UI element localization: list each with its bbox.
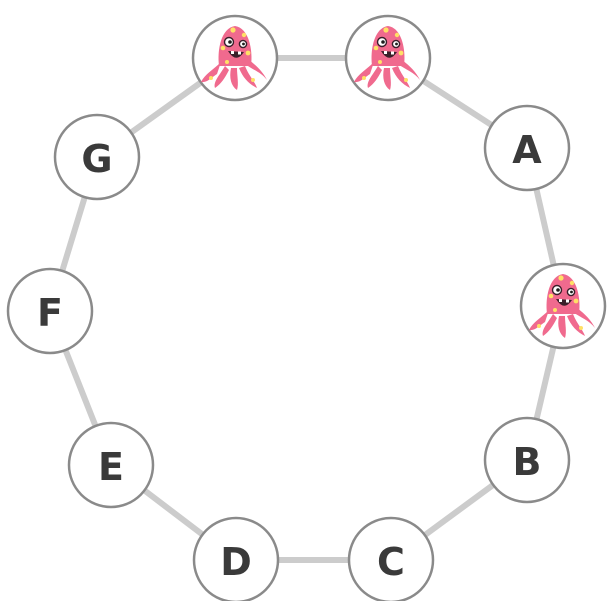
node-label-g: G (81, 137, 112, 181)
node-label-d: D (220, 540, 252, 584)
node-circle (347, 516, 435, 601)
node-right (519, 262, 607, 350)
node-circle (483, 104, 571, 192)
node-circle (53, 113, 141, 201)
node-top-left (191, 14, 279, 102)
node-a: A (483, 104, 571, 192)
node-circle (6, 267, 94, 355)
node-circle (67, 421, 155, 509)
node-b: B (483, 416, 571, 504)
pink-octopus-monster-icon (201, 26, 267, 90)
pink-octopus-monster-icon (354, 26, 420, 90)
node-c: C (347, 516, 435, 601)
pink-octopus-monster-icon (529, 274, 595, 338)
node-circle (483, 416, 571, 504)
node-label-e: E (98, 445, 124, 489)
node-top-right (344, 14, 432, 102)
ring-nodes: A B C D E F G (6, 14, 607, 601)
node-label-f: F (37, 291, 63, 335)
node-label-b: B (513, 440, 542, 484)
node-label-a: A (512, 128, 542, 172)
node-d: D (192, 516, 280, 601)
node-f: F (6, 267, 94, 355)
node-label-c: C (377, 540, 405, 584)
node-circle (192, 516, 280, 601)
node-g: G (53, 113, 141, 201)
node-e: E (67, 421, 155, 509)
